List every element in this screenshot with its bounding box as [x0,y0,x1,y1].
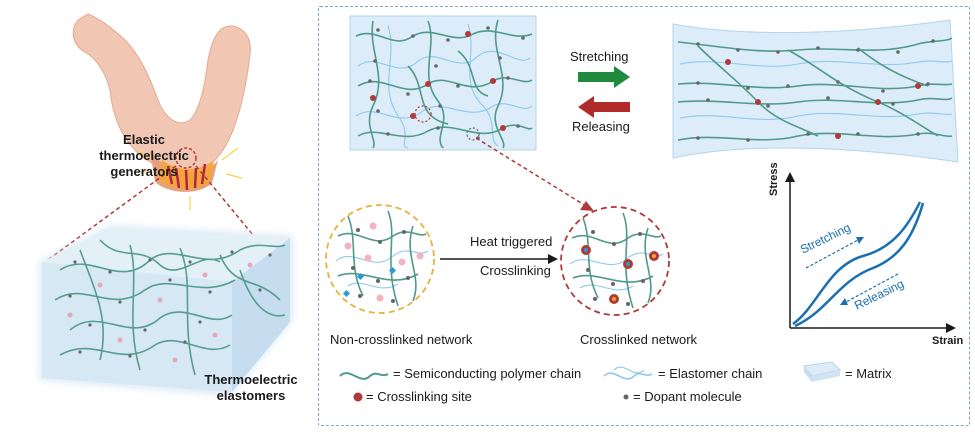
series-releasing-line [794,202,925,328]
polymer-chain-icon [339,372,389,380]
arm-illustration [72,13,251,210]
releasing-arrow-icon [578,96,630,118]
zoom-arrow-line [475,137,587,207]
detail-frame [318,6,970,426]
heat-triggered-label: Heat triggered [470,234,553,249]
network-zoom-marker [466,127,480,141]
non-crosslinked-label: Non-crosslinked network [330,332,473,347]
crosslinking-label: Crosslinking [480,263,551,278]
heat-arrow-head-icon [548,254,558,264]
stress-strain-chart [785,172,956,333]
legend-elastomer: = Elastomer chain [658,366,763,381]
series-stretching-line [792,201,922,326]
zoom-line-left [44,165,177,263]
legend-graphics [339,361,842,402]
detail-panel [325,15,959,402]
left-panel [40,13,292,395]
legend-dopant: = Dopant molecule [633,389,742,404]
device-label: Elastic thermoelectric generators [99,132,189,179]
film-label: Thermoelectric elastomers [204,372,298,403]
elastomer-chain-icon [603,372,653,380]
zoom-arrow-head-icon [580,201,594,211]
crosslinked-label: Crosslinked network [580,332,698,347]
stretched-network [672,19,959,163]
stretch-direction-arrow-icon [856,237,864,244]
y-axis-label: Stress [768,162,780,196]
crosslink-zoom-marker [414,105,432,123]
zoom-circle [175,147,197,169]
stretch-arrows [578,66,630,118]
y-axis-arrow-icon [785,172,795,182]
x-axis-arrow-icon [946,323,956,333]
release-direction-arrow-icon [840,298,848,305]
crosslinked-circle [560,206,670,316]
elastomer-film [40,226,292,395]
releasing-label: Releasing [572,119,630,134]
x-axis-label: Strain [932,335,964,347]
stretching-arrow-icon [578,66,630,88]
stretching-label: Stretching [570,49,629,64]
legend-crosslinking-site: = Crosslinking site [366,389,472,404]
crosslinking-site-icon [353,392,363,402]
legend-semiconducting: = Semiconducting polymer chain [393,366,582,381]
unstretched-network [349,15,537,151]
legend-matrix: = Matrix [845,366,892,381]
dopant-molecule-icon [623,394,629,400]
non-crosslinked-circle [325,204,435,314]
